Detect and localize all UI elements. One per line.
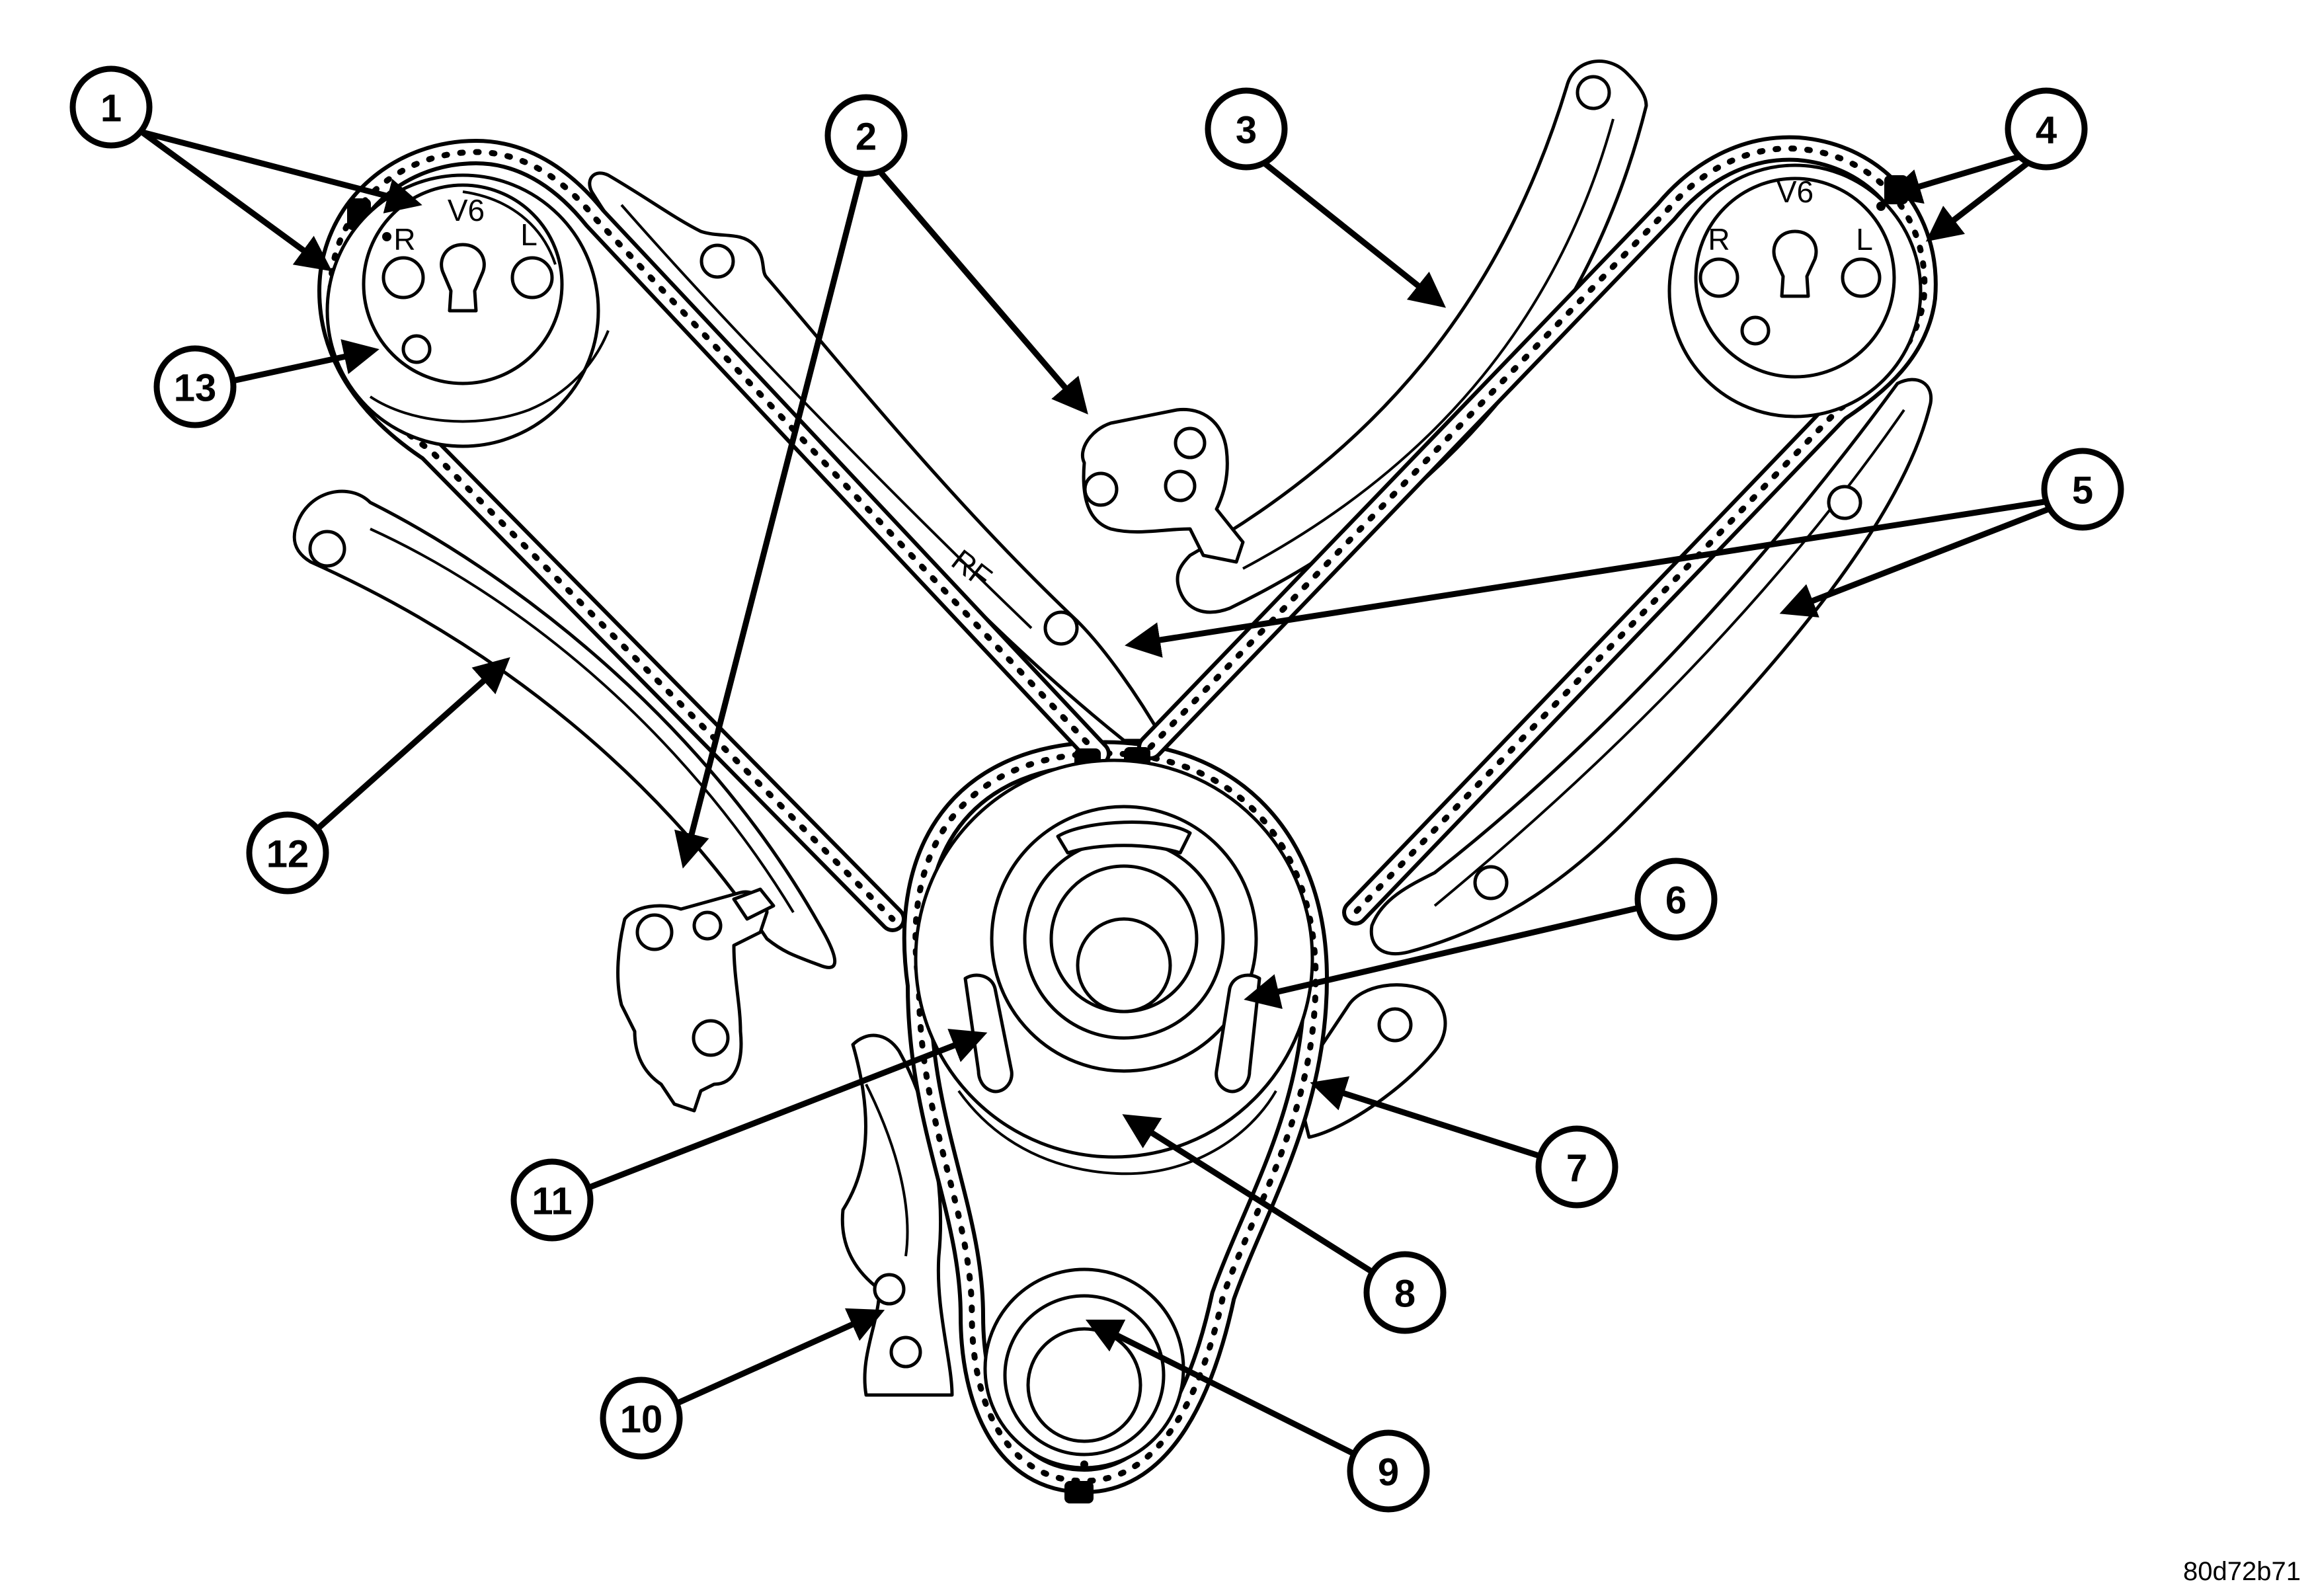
callout-7: 7	[1535, 1125, 1618, 1209]
callout-1: 1	[69, 65, 153, 149]
crankshaft-sprocket	[983, 1267, 1185, 1470]
left-camshaft-sprocket: V6 R L	[325, 173, 610, 448]
callout-12: 12	[246, 811, 329, 895]
callout-4-number: 4	[2036, 109, 2057, 152]
callout-10: 10	[600, 1377, 683, 1460]
callout-2: 2	[824, 94, 908, 177]
callout-9-number: 9	[1378, 1451, 1399, 1494]
callout-8: 8	[1363, 1251, 1447, 1334]
callout-9: 9	[1347, 1429, 1430, 1513]
callout-5: 5	[2041, 448, 2124, 531]
callout-11: 11	[510, 1158, 594, 1242]
callout-3: 3	[1205, 87, 1288, 171]
callout-6: 6	[1634, 858, 1718, 941]
callout-5-number: 5	[2072, 469, 2093, 512]
callout-3-number: 3	[1236, 109, 1257, 152]
figure-id: 80d72b71	[2183, 1557, 2301, 1586]
callout-13: 13	[153, 345, 237, 428]
right-cam-engine-mark: V6	[1776, 175, 1814, 209]
callout-4: 4	[2005, 87, 2088, 171]
callout-11-number: 11	[532, 1180, 572, 1223]
callout-7-number: 7	[1566, 1147, 1587, 1190]
right-hydraulic-tensioner	[1080, 407, 1245, 564]
left-hydraulic-tensioner	[616, 887, 776, 1113]
right-bank-guide	[1369, 378, 1933, 956]
callout-leaders	[140, 129, 2084, 1474]
callout-8-number: 8	[1394, 1273, 1416, 1316]
callout-13-number: 13	[174, 367, 217, 410]
callout-10-number: 10	[620, 1398, 663, 1441]
right-cam-l-mark: L	[1856, 222, 1873, 257]
callout-2-number: 2	[856, 116, 877, 159]
left-cam-engine-mark: V6	[448, 193, 485, 227]
right-camshaft-sprocket: V6 R L	[1667, 163, 1923, 419]
idler-sprocket	[914, 758, 1314, 1176]
callout-12-number: 12	[266, 833, 309, 876]
right-front-guide: RF	[588, 171, 1166, 742]
callout-6-number: 6	[1665, 879, 1687, 922]
left-cam-r-mark: R	[393, 222, 415, 257]
callout-1-number: 1	[100, 87, 122, 130]
left-cam-l-mark: L	[520, 218, 538, 252]
right-cam-r-mark: R	[1708, 222, 1730, 257]
right-tensioner-arm	[1176, 60, 1648, 614]
